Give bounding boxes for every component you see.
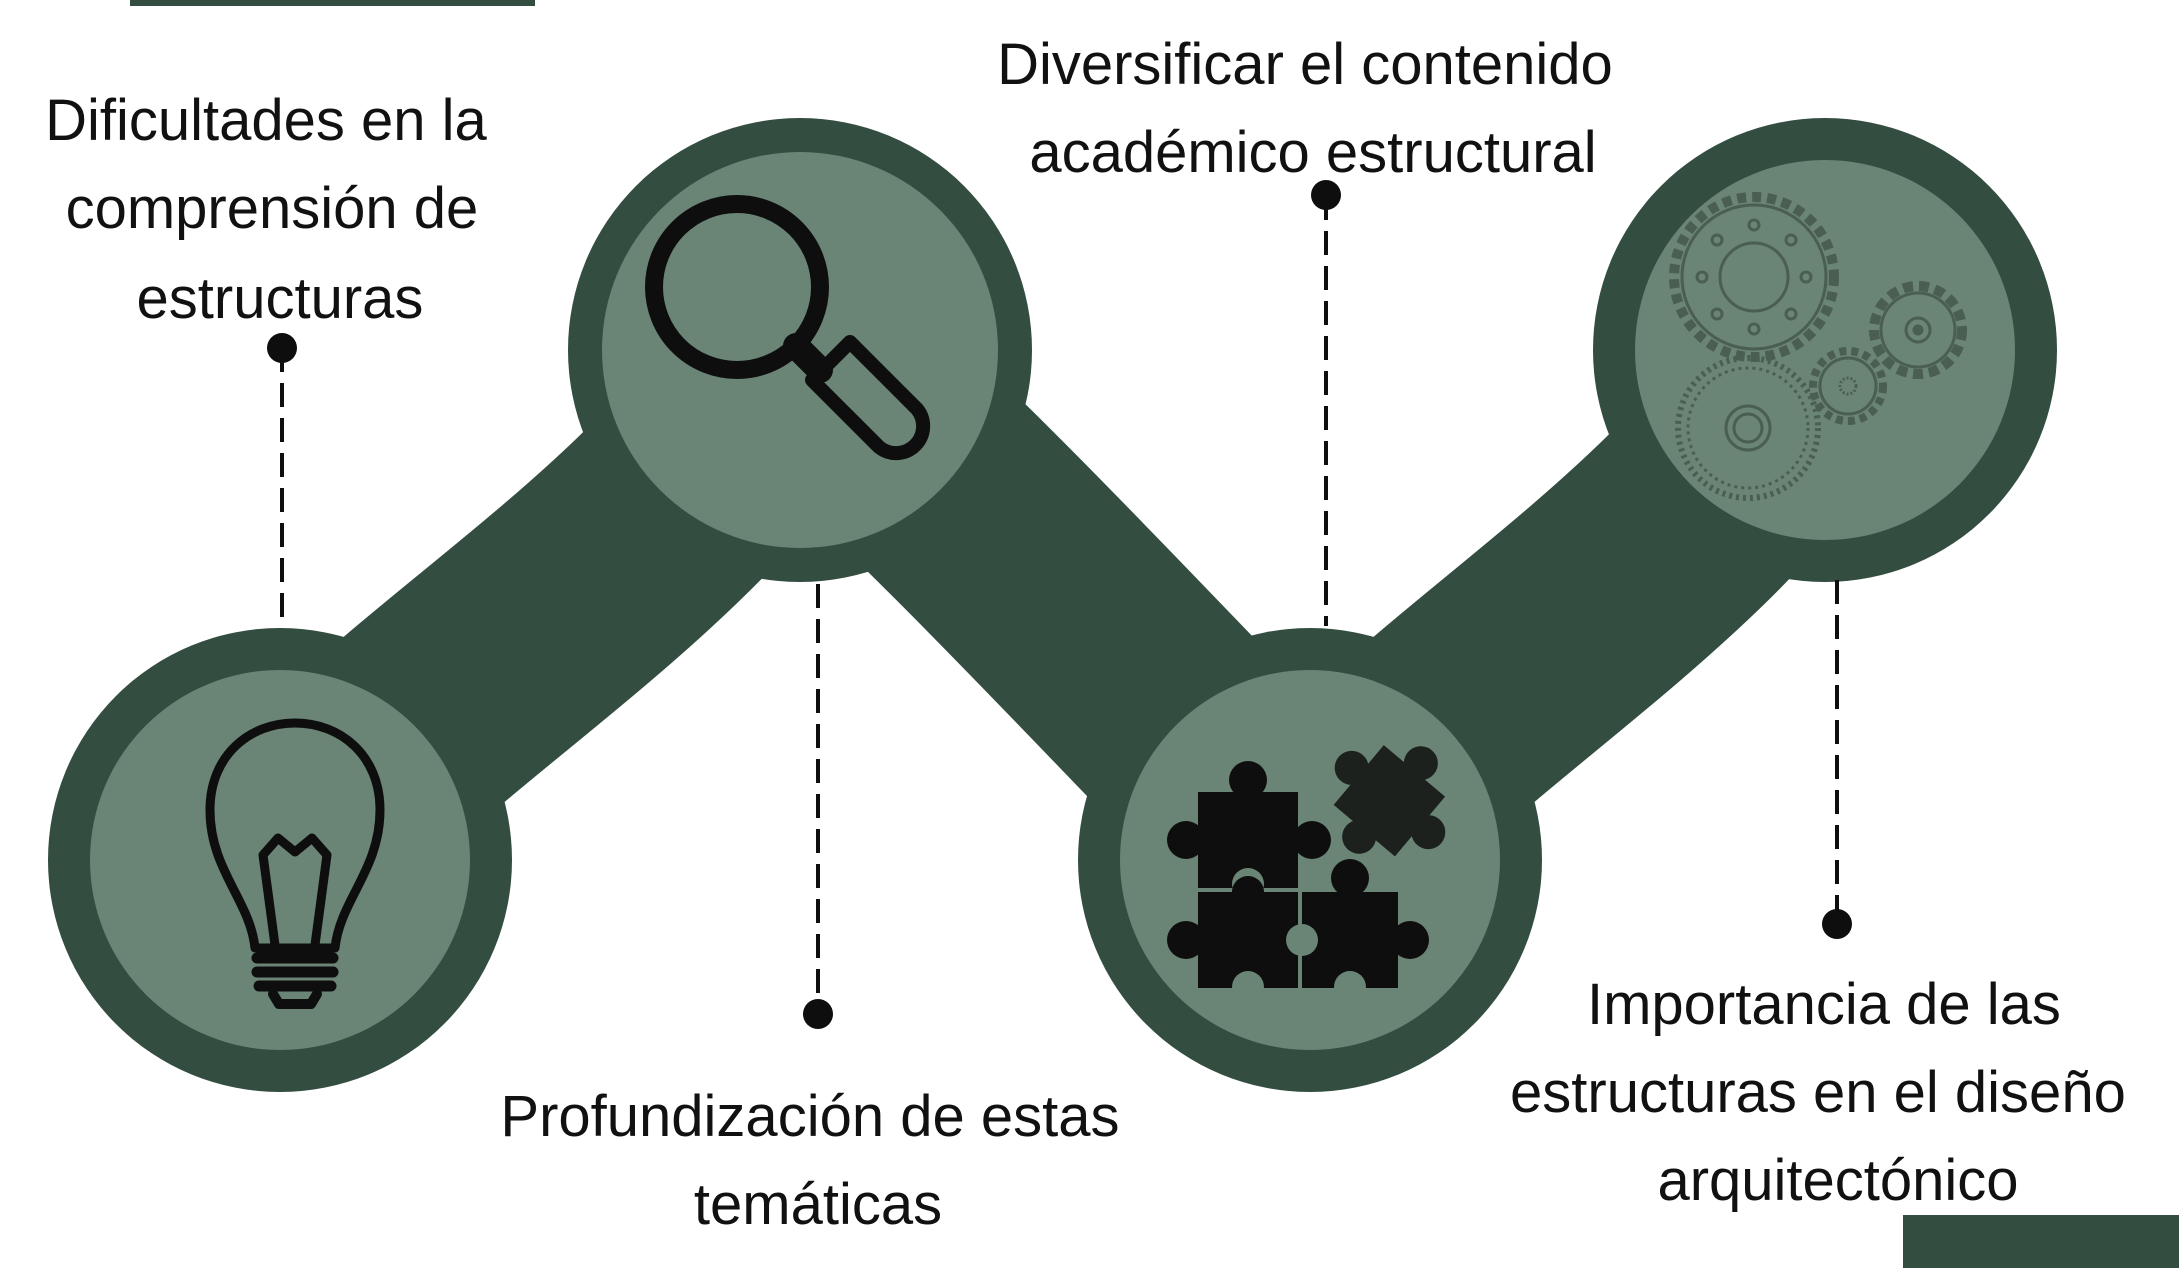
label-line: estructuras en el diseño <box>1510 1060 2126 1125</box>
step-node-4 <box>1593 118 2057 582</box>
leader-line-2 <box>803 584 833 1029</box>
gears-icon <box>1669 192 1967 501</box>
gear-middle <box>1809 347 1887 425</box>
label-line: Dificultades en la <box>45 88 487 153</box>
label-line: Importancia de las <box>1587 972 2061 1037</box>
leader-dot <box>1822 909 1852 939</box>
puzzle-piece <box>1286 859 1429 1003</box>
gear-bottom-dotted <box>1675 355 1821 501</box>
label-line: comprensión de <box>66 176 479 241</box>
puzzle-pieces-icon <box>1167 745 1446 1003</box>
gear-large <box>1669 192 1839 362</box>
gear-right <box>1869 281 1967 379</box>
leader-line-1 <box>267 333 297 626</box>
leader-line-3 <box>1311 180 1341 626</box>
node-face <box>90 670 470 1050</box>
label-line: estructuras <box>137 266 424 331</box>
leader-dot <box>267 333 297 363</box>
label-line: temáticas <box>694 1172 942 1237</box>
puzzle-piece <box>1333 745 1446 857</box>
step-1-label: Dificultades en la comprensión de estruc… <box>45 88 503 331</box>
top-left-accent-bar <box>130 0 535 6</box>
label-line: Diversificar el contenido <box>997 32 1613 97</box>
step-2-label: Profundización de estas temáticas <box>500 1084 1135 1237</box>
node-face <box>1120 670 1500 1050</box>
connector-track <box>165 235 1940 975</box>
leader-line-4 <box>1822 580 1852 939</box>
leader-dot <box>1311 180 1341 210</box>
leader-dot <box>803 999 833 1029</box>
label-line: académico estructural <box>1029 120 1596 185</box>
magnifying-glass-icon <box>645 195 931 461</box>
step-node-2 <box>568 118 1032 582</box>
step-node-1 <box>48 628 512 1092</box>
bottom-right-accent-bar <box>1903 1215 2179 1268</box>
label-line: arquitectónico <box>1657 1148 2018 1213</box>
puzzle-piece <box>1167 876 1298 1003</box>
step-node-3 <box>1078 628 1542 1092</box>
lightbulb-icon <box>205 718 385 1009</box>
label-line: Profundización de estas <box>500 1084 1119 1149</box>
step-3-label: Diversificar el contenido académico estr… <box>997 32 1629 185</box>
step-4-label: Importancia de las estructuras en el dis… <box>1510 972 2142 1213</box>
